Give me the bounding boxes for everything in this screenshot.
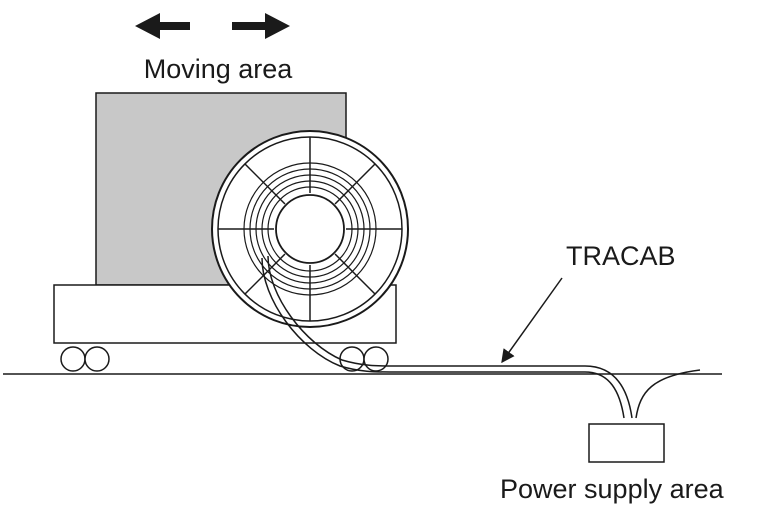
tracab-label: TRACAB [566,241,676,271]
cart-wheels [60,346,389,372]
cable-reel [211,130,409,328]
reel-hub [275,194,345,264]
moving-direction-arrows [135,13,290,39]
power-supply-box [588,423,665,463]
tracab-cable [261,255,701,419]
wound-cable-coils [243,162,377,296]
power-supply-area-label: Power supply area [500,474,725,504]
tracab-pointer-arrow [501,277,563,364]
wheel [60,346,86,372]
wheel [84,346,110,372]
arrow-left-icon [135,13,190,39]
wheel [363,346,389,372]
arrow-right-icon [232,13,290,39]
reel-spokes [218,137,402,321]
moving-area-label: Moving area [144,54,294,84]
